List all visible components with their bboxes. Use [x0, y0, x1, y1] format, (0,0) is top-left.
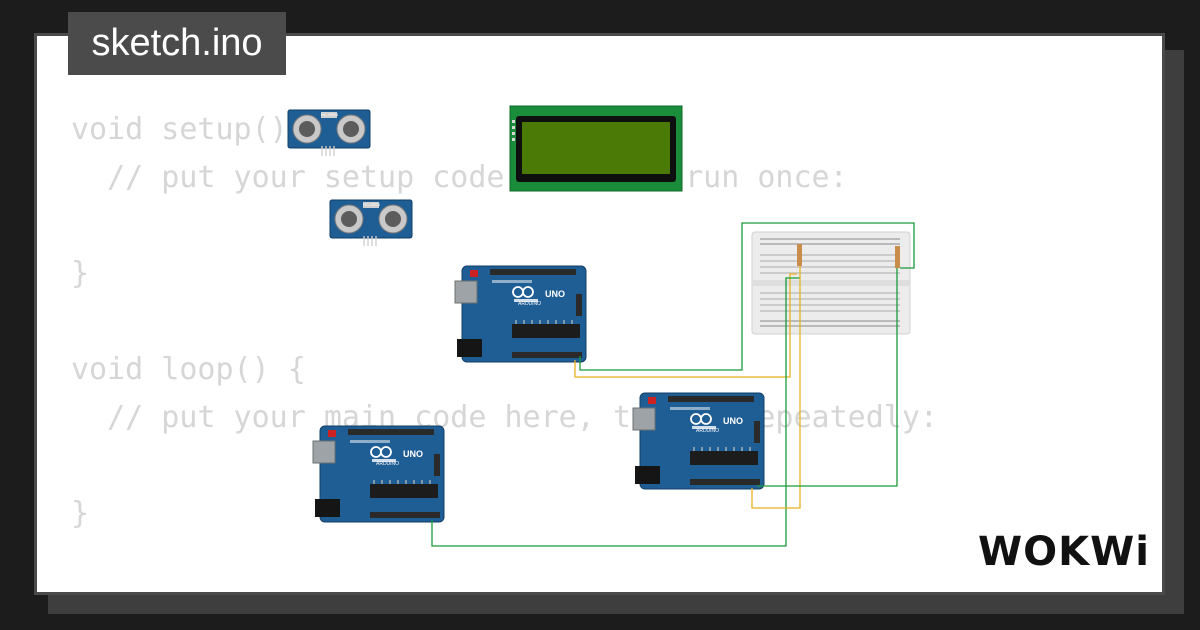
wire-yellow-1[interactable]	[574, 273, 797, 378]
arduino-1-model-label: UNO	[545, 289, 565, 299]
wire-green-3[interactable]	[757, 268, 898, 487]
arduino-2-brand-label: ARDUINO	[376, 461, 399, 467]
arduino-3-model-label: UNO	[723, 416, 743, 426]
lcd-display[interactable]	[509, 105, 683, 192]
resistor-2[interactable]	[895, 246, 900, 268]
arduino-1-brand-label: ARDUINO	[518, 301, 541, 307]
arduino-uno-3[interactable]	[632, 392, 765, 490]
resistor-1[interactable]	[797, 244, 802, 266]
wire-yellow-2[interactable]	[751, 266, 801, 509]
arduino-uno-2[interactable]	[312, 425, 445, 523]
arduino-3-brand-label: ARDUINO	[696, 428, 719, 434]
wire-green-1[interactable]	[579, 222, 915, 371]
breadboard[interactable]	[751, 231, 911, 335]
code-line: }	[71, 256, 90, 291]
sensor-1-label: HC-SR04	[321, 112, 339, 117]
wire-green-2[interactable]	[431, 277, 800, 547]
code-line: void loop() {	[71, 352, 306, 387]
arduino-2-model-label: UNO	[403, 449, 423, 459]
code-line: }	[71, 496, 90, 531]
wokwi-logo: WOKWi	[978, 529, 1150, 575]
sensor-2-label: HC-SR04	[363, 202, 381, 207]
file-title: sketch.ino	[68, 12, 286, 75]
arduino-uno-1[interactable]	[454, 265, 587, 363]
